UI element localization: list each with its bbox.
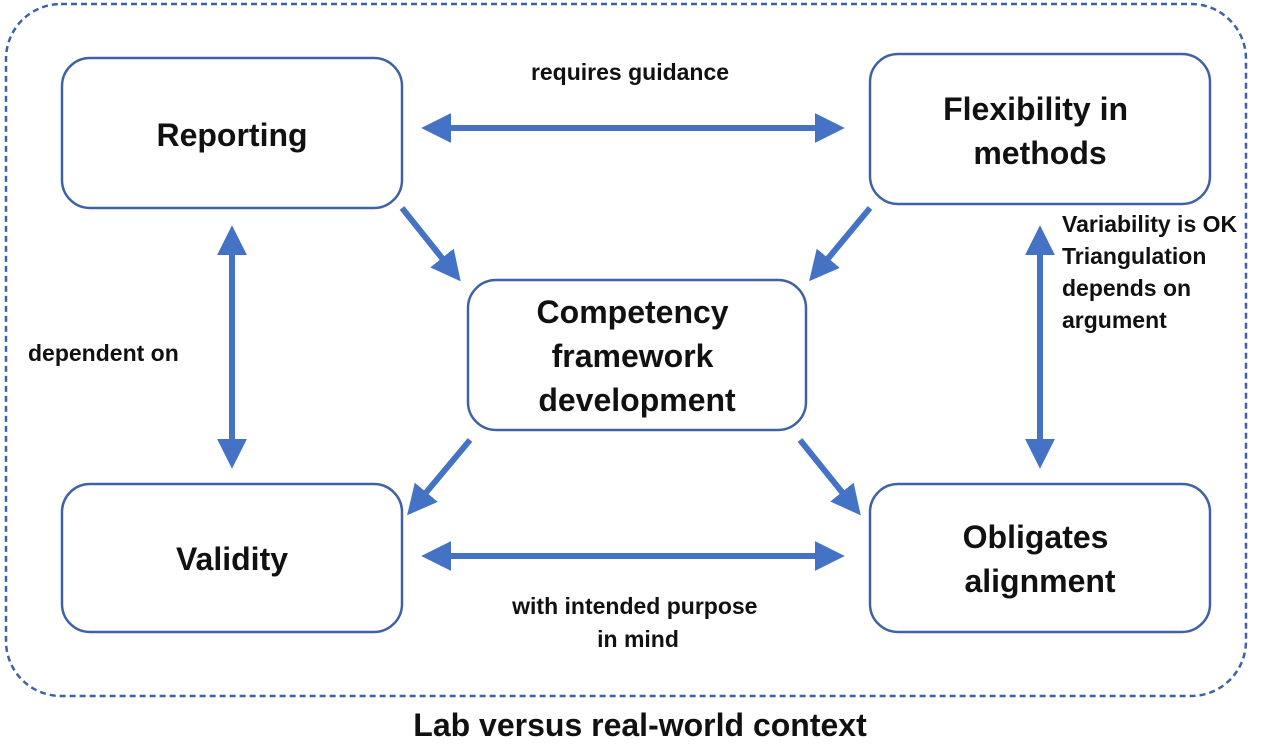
svg-text:Reporting: Reporting — [156, 117, 307, 153]
node-validity: Validity — [60, 482, 404, 634]
node-reporting-label: Reporting — [156, 117, 307, 153]
edge-label-with-intended-purpose: with intended purpose in mind — [511, 593, 764, 652]
node-obligates-label-line-1: Obligates — [963, 519, 1109, 555]
node-flexibility-in-methods: Flexibility in methods — [868, 52, 1212, 206]
svg-text:Validity: Validity — [176, 541, 288, 577]
arrow-competency-obligates — [797, 438, 861, 516]
node-reporting: Reporting — [60, 56, 404, 210]
svg-text:Competency framework: Competency framework development — [537, 294, 738, 418]
node-competency-label-line-2: framework — [552, 338, 714, 374]
arrow-flexibility-competency — [809, 206, 873, 282]
svg-text:Flexibility in methods: Flexibility in methods — [943, 91, 1137, 171]
arrow-competency-validity — [407, 438, 473, 516]
node-obligates-label-line-2: alignment — [964, 563, 1115, 599]
node-flexibility-label-line-2: methods — [973, 135, 1106, 171]
arrow-reporting-competency — [399, 206, 461, 282]
edge-label-dependent-on: dependent on — [28, 340, 179, 366]
node-competency-framework-development: Competency framework development — [466, 278, 808, 432]
node-competency-label-line-1: Competency — [537, 294, 729, 330]
diagram-caption: Lab versus real-world context — [413, 707, 867, 743]
node-flexibility-label-line-1: Flexibility in — [943, 91, 1128, 127]
edge-label-requires-guidance: requires guidance — [531, 59, 729, 85]
edge-label-variability-triangulation: Variability is OK Triangulation depends … — [1062, 211, 1244, 333]
context-frame — [4, 2, 1248, 698]
node-obligates-alignment: Obligates alignment — [868, 482, 1212, 634]
node-competency-label-line-3: development — [538, 382, 736, 418]
svg-text:Obligates alignment: Obligates alignment — [963, 519, 1118, 599]
node-validity-label: Validity — [176, 541, 288, 577]
